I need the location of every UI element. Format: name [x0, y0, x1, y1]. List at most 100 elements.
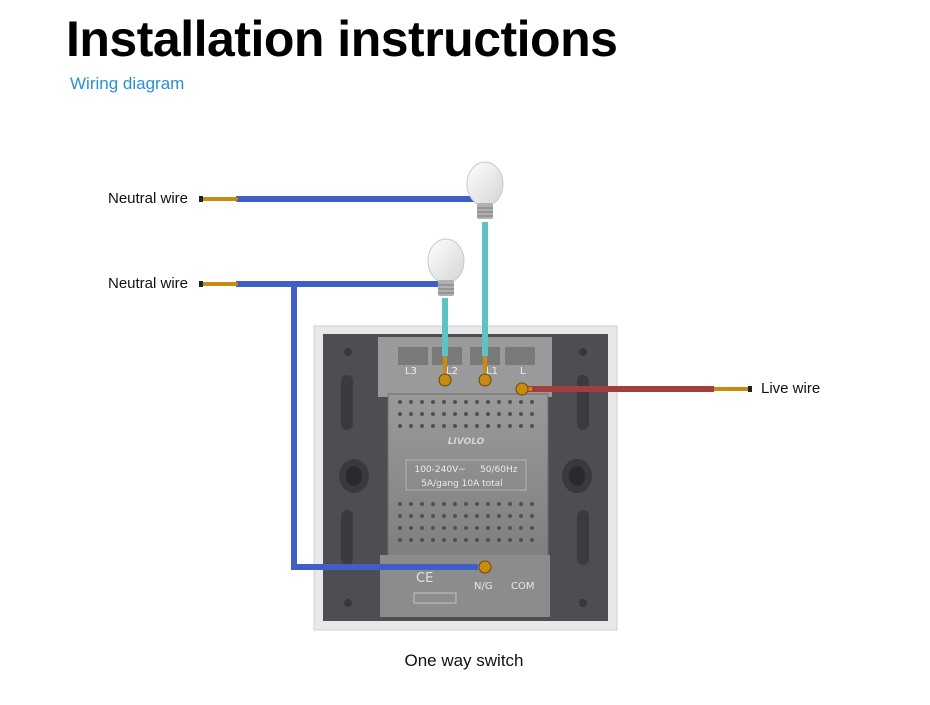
vent-hole — [497, 538, 501, 542]
vent-hole — [442, 514, 446, 518]
vent-hole — [420, 424, 424, 428]
vent-hole — [431, 400, 435, 404]
vent-hole — [453, 412, 457, 416]
vent-hole — [420, 412, 424, 416]
vent-hole — [398, 412, 402, 416]
terminal-com-label: COM — [511, 581, 534, 592]
vent-hole — [486, 538, 490, 542]
vent-hole — [464, 514, 468, 518]
vent-hole — [497, 526, 501, 530]
vent-hole — [497, 412, 501, 416]
vent-hole — [431, 502, 435, 506]
vent-hole — [431, 412, 435, 416]
vent-hole — [398, 424, 402, 428]
terminal-screw-icon — [438, 373, 529, 574]
wire-ends — [200, 197, 750, 391]
vent-hole — [486, 412, 490, 416]
vent-hole — [519, 514, 523, 518]
vent-hole — [398, 526, 402, 530]
vent-hole — [409, 502, 413, 506]
terminal-l2-label: L2 — [446, 366, 458, 377]
vent-hole — [409, 538, 413, 542]
vent-hole — [486, 526, 490, 530]
vent-hole — [409, 424, 413, 428]
rating-line-1: 100-240V~ 50/60Hz — [414, 465, 517, 475]
vent-hole — [453, 526, 457, 530]
vent-hole — [409, 400, 413, 404]
caption-text: One way switch — [404, 651, 524, 670]
vent-hole — [431, 538, 435, 542]
vent-hole — [420, 514, 424, 518]
vent-hole — [453, 424, 457, 428]
neutral-wire-top-label: Neutral wire — [108, 190, 189, 207]
switch-module — [378, 337, 552, 617]
vent-hole — [530, 424, 534, 428]
vent-hole — [497, 502, 501, 506]
vent-hole — [409, 526, 413, 530]
vent-hole — [453, 502, 457, 506]
vent-hole — [453, 400, 457, 404]
vent-hole — [475, 526, 479, 530]
vent-hole — [530, 400, 534, 404]
vent-hole — [508, 424, 512, 428]
vent-hole — [475, 424, 479, 428]
vent-hole — [475, 400, 479, 404]
vent-hole — [442, 502, 446, 506]
terminal-l3-label: L3 — [405, 366, 417, 377]
load-wires — [442, 222, 488, 356]
page-title: Installation instructions — [66, 11, 618, 67]
vent-hole — [508, 514, 512, 518]
vent-hole — [475, 538, 479, 542]
frame-holes — [344, 348, 587, 607]
vent-hole — [475, 502, 479, 506]
vent-hole — [508, 526, 512, 530]
vent-hole — [398, 514, 402, 518]
bulb-icon — [427, 238, 465, 296]
terminal-l1-label: L1 — [486, 366, 498, 377]
vent-hole — [497, 514, 501, 518]
vent-hole — [442, 412, 446, 416]
vent-hole — [398, 400, 402, 404]
brand-label: LIVOLO — [448, 437, 485, 447]
vent-hole — [486, 514, 490, 518]
neutral-wire-bottom — [236, 281, 478, 570]
bulb-icon — [466, 161, 504, 219]
vent-hole — [530, 526, 534, 530]
switch-markings: L3 L2 L1 L LIVOLO 100-240V~ 50/60Hz 5A/g… — [405, 366, 534, 604]
vent-hole — [442, 538, 446, 542]
vent-holes — [398, 400, 534, 542]
neutral-wire-bottom-label: Neutral wire — [108, 275, 189, 292]
vent-hole — [453, 514, 457, 518]
vent-hole — [519, 400, 523, 404]
terminal-l-label: L — [520, 366, 526, 377]
mounting-holes — [339, 459, 592, 493]
vent-hole — [420, 526, 424, 530]
vent-hole — [464, 526, 468, 530]
vent-hole — [420, 538, 424, 542]
vent-hole — [508, 538, 512, 542]
vent-hole — [431, 424, 435, 428]
vent-hole — [464, 412, 468, 416]
vent-hole — [508, 400, 512, 404]
vent-hole — [464, 400, 468, 404]
vent-hole — [442, 400, 446, 404]
vent-hole — [530, 538, 534, 542]
vent-hole — [475, 514, 479, 518]
vent-hole — [519, 526, 523, 530]
vent-hole — [442, 424, 446, 428]
page-subtitle: Wiring diagram — [70, 74, 185, 93]
vent-hole — [409, 514, 413, 518]
vent-hole — [519, 424, 523, 428]
rating-line-2: 5A/gang 10A total — [421, 479, 502, 489]
terminal-ng-label: N/G — [474, 581, 493, 592]
vent-hole — [530, 514, 534, 518]
vent-hole — [508, 412, 512, 416]
vent-hole — [508, 502, 512, 506]
vent-hole — [464, 424, 468, 428]
vent-hole — [431, 514, 435, 518]
vent-hole — [530, 502, 534, 506]
vent-hole — [398, 502, 402, 506]
vent-hole — [486, 502, 490, 506]
vent-hole — [420, 400, 424, 404]
